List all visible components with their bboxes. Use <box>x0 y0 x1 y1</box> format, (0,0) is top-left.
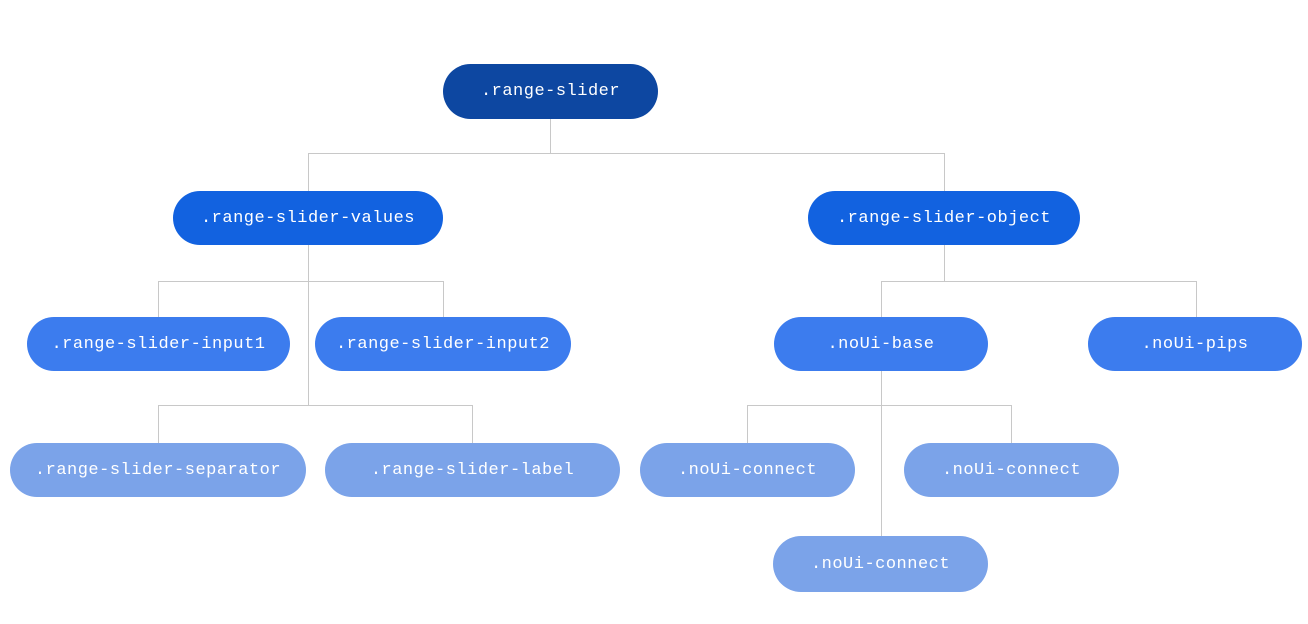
node-range-slider-input1: .range-slider-input1 <box>27 317 290 371</box>
connector-rail-base-pips <box>881 281 1196 282</box>
connector-root-stem <box>550 119 551 153</box>
node-range-slider-label: .range-slider-label <box>325 443 620 497</box>
node-noui-pips: .noUi-pips <box>1088 317 1302 371</box>
connector-drop-pips <box>1196 281 1197 317</box>
connector-drop-input1 <box>158 281 159 317</box>
connector-drop-values <box>308 153 309 191</box>
connector-drop-connect2 <box>1011 405 1012 443</box>
node-noui-connect-2: .noUi-connect <box>904 443 1119 497</box>
node-noui-connect-1: .noUi-connect <box>640 443 855 497</box>
node-range-slider-separator: .range-slider-separator <box>10 443 306 497</box>
node-noui-base: .noUi-base <box>774 317 988 371</box>
connector-values-stem <box>308 245 309 405</box>
node-range-slider: .range-slider <box>443 64 658 119</box>
connector-drop-label <box>472 405 473 443</box>
connector-rail-separator-label <box>158 405 472 406</box>
connector-base-stem <box>881 371 882 536</box>
connector-drop-base <box>881 281 882 317</box>
connector-drop-input2 <box>443 281 444 317</box>
node-range-slider-object: .range-slider-object <box>808 191 1080 245</box>
node-noui-connect-3: .noUi-connect <box>773 536 988 592</box>
connector-drop-connect1 <box>747 405 748 443</box>
node-range-slider-values: .range-slider-values <box>173 191 443 245</box>
node-range-slider-input2: .range-slider-input2 <box>315 317 571 371</box>
connector-object-stem <box>944 245 945 281</box>
connector-rail-level2 <box>308 153 944 154</box>
connector-rail-inputs <box>158 281 443 282</box>
connector-rail-connects <box>747 405 1011 406</box>
connector-drop-separator <box>158 405 159 443</box>
connector-drop-object <box>944 153 945 191</box>
